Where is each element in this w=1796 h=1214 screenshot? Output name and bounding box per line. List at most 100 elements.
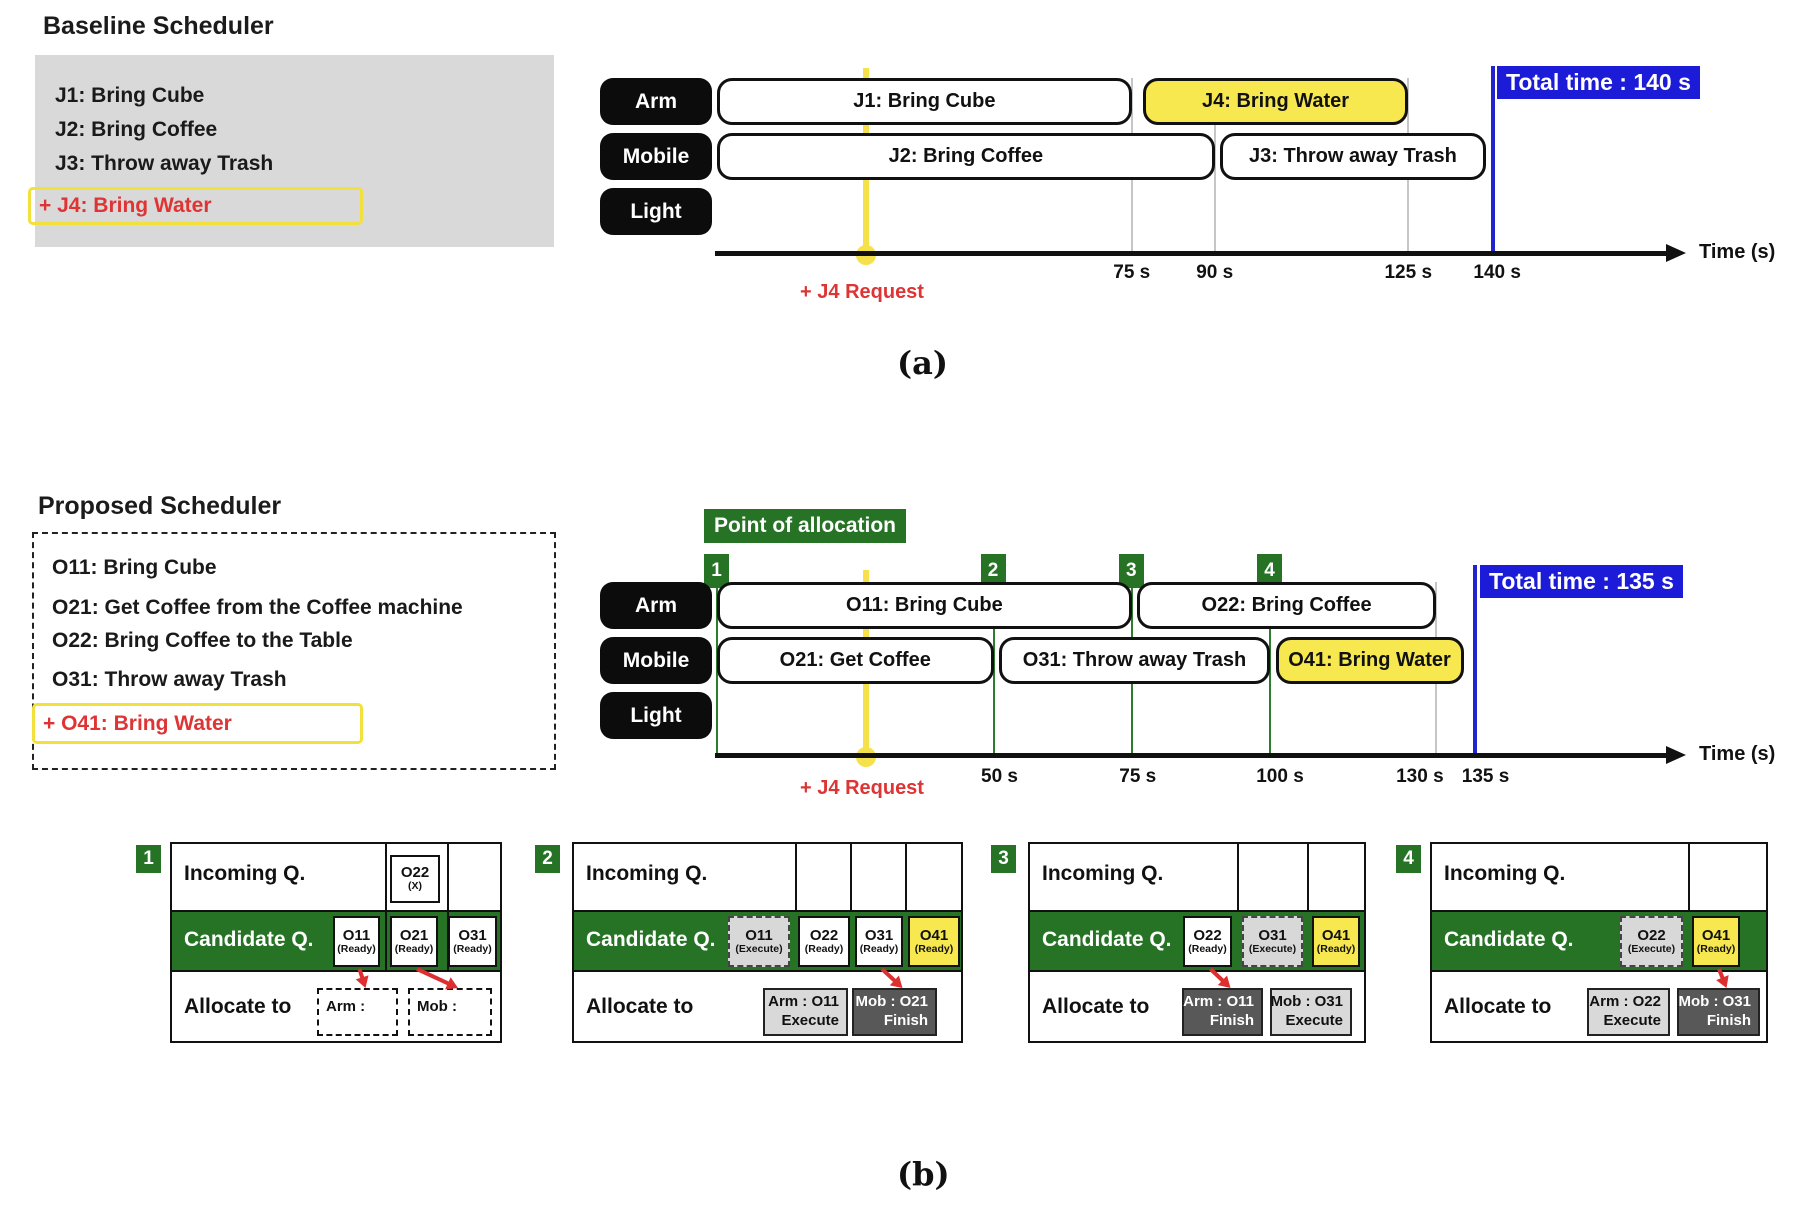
baseline-new-job: + J4: Bring Water (39, 194, 212, 217)
baseline-axis-label: Time (s) (1699, 241, 1776, 263)
task-box-o41: O41: Bring Water (1275, 637, 1464, 684)
baseline-title: Baseline Scheduler (43, 12, 274, 40)
tick-140s: 140 s (1473, 262, 1521, 283)
time-axis-arrowhead (1666, 746, 1686, 764)
proposed-op-o31: O31: Throw away Trash (52, 668, 287, 691)
proposed-request-label: + J4 Request (800, 777, 924, 799)
baseline-job-j3: J3: Throw away Trash (55, 152, 274, 175)
panel-marker-3: 3 (991, 845, 1016, 873)
baseline-request-label: + J4 Request (800, 281, 924, 303)
panel-2-candidate-o31: O31(Ready) (855, 916, 903, 967)
panel-1-incoming-o22: O22(X) (390, 855, 440, 903)
panel-3-queue-divider-1 (1237, 842, 1239, 910)
panel-4-candidate-o22: O22(Execute) (1620, 916, 1683, 967)
panel-2-queue-divider-3 (905, 842, 907, 910)
panel-marker-1: 1 (136, 845, 161, 873)
panel-4-candidate-o41: O41(Ready) (1692, 916, 1740, 967)
panel-1-allocate-mob: Mob : (408, 988, 492, 1036)
point-of-allocation-badge: Point of allocation (704, 509, 906, 543)
baseline-job-list-panel (35, 55, 554, 247)
lane-label-light: Light (600, 692, 712, 739)
panel-1-arrow-1 (355, 968, 369, 988)
proposed-axis-label: Time (s) (1699, 743, 1776, 765)
caption-b: (b) (897, 1155, 950, 1193)
panel-incoming-label-1: Incoming Q. (184, 862, 306, 885)
panel-candidate-label-4: Candidate Q. (1444, 928, 1574, 951)
panel-marker-2: 2 (535, 845, 560, 873)
task-box-j3: J3: Throw away Trash (1220, 133, 1486, 180)
gridline-90s (1213, 78, 1216, 253)
panel-incoming-label-3: Incoming Q. (1042, 862, 1164, 885)
proposed-op-o21: O21: Get Coffee from the Coffee machine (52, 596, 463, 619)
lane-label-mobile: Mobile (600, 637, 712, 684)
proposed-title: Proposed Scheduler (38, 492, 282, 520)
tick-75s: 75 s (1119, 766, 1157, 787)
panel-3-candidate-o22: O22(Ready) (1183, 916, 1232, 967)
panel-2-arrow-1 (880, 967, 903, 988)
panel-3-candidate-o31: O31(Execute) (1242, 916, 1303, 967)
task-box-o31: O31: Throw away Trash (999, 637, 1270, 684)
allocation-marker-1: 1 (704, 554, 729, 588)
task-box-j4: J4: Bring Water (1142, 78, 1409, 125)
proposed-op-o11: O11: Bring Cube (52, 556, 217, 579)
panel-2-queue-divider-1 (795, 842, 797, 910)
panel-1-candidate-o31: O31(Ready) (448, 916, 497, 967)
panel-2-queue-divider-2 (850, 842, 852, 910)
task-box-o21: O21: Get Coffee (717, 637, 994, 684)
tick-125s: 125 s (1384, 262, 1433, 283)
panel-candidate-label-1: Candidate Q. (184, 928, 314, 951)
panel-allocate-label-4: Allocate to (1444, 995, 1552, 1018)
tick-50s: 50 s (981, 766, 1018, 787)
panel-incoming-label-2: Incoming Q. (586, 862, 708, 885)
tick-130s: 130 s (1396, 766, 1444, 787)
panel-2-candidate-o11: O11(Execute) (728, 916, 790, 967)
caption-a: (a) (897, 344, 949, 382)
panel-2-candidate-o41: O41(Ready) (908, 916, 960, 967)
panel-candidate-label-3: Candidate Q. (1042, 928, 1172, 951)
baseline-job-j1: J1: Bring Cube (55, 84, 205, 107)
panel-1-allocate-arm: Arm : (317, 988, 398, 1036)
tick-75s: 75 s (1113, 262, 1151, 283)
panel-candidate-label-2: Candidate Q. (586, 928, 716, 951)
tick-135s: 135 s (1461, 766, 1510, 787)
panel-3-arrow-1 (1209, 967, 1231, 988)
tick-90s: 90 s (1196, 262, 1234, 283)
baseline-new-job-highlight: + J4: Bring Water (28, 187, 363, 225)
panel-allocate-label-3: Allocate to (1042, 995, 1150, 1018)
proposed-total-time-badge: Total time : 135 s (1480, 565, 1683, 598)
total-time-line (1473, 565, 1477, 755)
panel-4-queue-divider-1 (1688, 842, 1690, 910)
panel-1-arrow-2 (416, 967, 458, 990)
panel-1-queue-divider-2 (447, 842, 449, 972)
tick-100s: 100 s (1256, 766, 1304, 787)
proposed-new-operation-highlight: + O41: Bring Water (32, 703, 363, 744)
lane-label-mobile: Mobile (600, 133, 712, 180)
panel-marker-4: 4 (1396, 845, 1421, 873)
lane-label-light: Light (600, 188, 712, 235)
time-axis (715, 753, 1668, 758)
panel-1-candidate-o11: O11(Ready) (333, 916, 380, 967)
proposed-op-o22: O22: Bring Coffee to the Table (52, 629, 353, 652)
total-time-line (1491, 66, 1495, 253)
baseline-total-time-badge: Total time : 140 s (1497, 66, 1700, 99)
task-box-o11: O11: Bring Cube (717, 582, 1132, 629)
allocation-line-2 (992, 588, 995, 755)
panel-3-queue-divider-2 (1307, 842, 1309, 910)
panel-3-candidate-o41: O41(Ready) (1312, 916, 1360, 967)
panel-2-candidate-o22: O22(Ready) (798, 916, 850, 967)
task-box-o22: O22: Bring Coffee (1137, 582, 1436, 629)
baseline-job-j2: J2: Bring Coffee (55, 118, 218, 141)
panel-1-queue-divider-1 (385, 842, 387, 972)
panel-incoming-label-4: Incoming Q. (1444, 862, 1566, 885)
time-axis (715, 251, 1668, 256)
panel-1-candidate-o21: O21(Ready) (390, 916, 438, 967)
panel-allocate-label-1: Allocate to (184, 995, 292, 1018)
